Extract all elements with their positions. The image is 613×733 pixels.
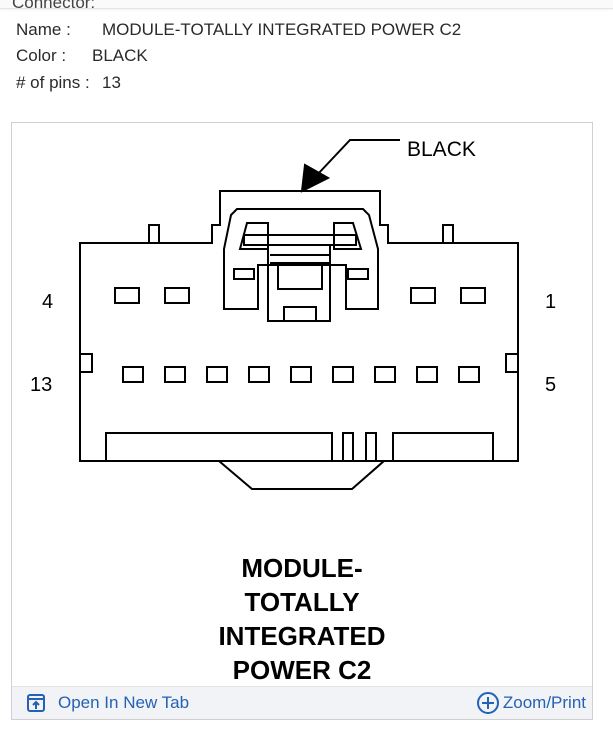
latch-inner-left: [238, 222, 269, 250]
callout-arrowhead: [300, 163, 331, 193]
bottom-key-2: [365, 432, 377, 462]
callout-label: BLACK: [407, 138, 476, 161]
pin-cavity: [122, 366, 144, 383]
top-bar: [0, 0, 613, 9]
side-notch-right: [505, 353, 519, 373]
connector-diagram: BLACK: [30, 138, 556, 490]
pin-cavity: [458, 366, 480, 383]
zoom-print-link[interactable]: Zoom/Print: [476, 691, 586, 715]
lower-skirt: [218, 460, 385, 490]
pin-label-top-left: 4: [42, 291, 53, 313]
latch-tab-right: [347, 268, 369, 280]
section-heading: Connector:: [12, 0, 96, 12]
latch-inner-right: [333, 222, 363, 250]
pin-cavity: [164, 287, 190, 304]
top-tab-left: [148, 224, 160, 244]
latch-tab-left: [233, 268, 255, 280]
bottom-key-1: [342, 432, 354, 462]
connector-body-outline: [79, 190, 519, 462]
pin-cavity: [248, 366, 270, 383]
pin-cavity: [290, 366, 312, 383]
open-new-tab-icon: [27, 694, 45, 712]
pin-cavity: [332, 366, 354, 383]
pin-cavity: [416, 366, 438, 383]
latch-bar-top: [243, 234, 357, 246]
bottom-bar-right: [392, 432, 494, 462]
panel-footer: Open In New Tab Zoom/Print: [12, 686, 592, 719]
name-value: MODULE-TOTALLY INTEGRATED POWER C2: [102, 20, 462, 39]
latch-bottom-notch: [283, 306, 317, 322]
pin-label-bottom-left: 13: [30, 374, 52, 396]
latch-center: [267, 244, 331, 322]
pin-cavity: [374, 366, 396, 383]
top-tab-right: [442, 224, 454, 244]
open-in-new-tab-label: Open In New Tab: [58, 693, 190, 712]
pins-label: # of pins :: [16, 73, 90, 92]
connector-name-row: Name : MODULE-TOTALLY INTEGRATED POWER C2: [16, 20, 461, 40]
pin-cavity: [410, 287, 436, 304]
side-notch-left: [79, 353, 93, 373]
zoom-print-label: Zoom/Print: [502, 693, 586, 712]
pin-label-top-right: 1: [545, 291, 556, 313]
pin-cavity: [164, 366, 186, 383]
pin-cavity: [460, 287, 486, 304]
pin-cavity: [114, 287, 140, 304]
connector-color-row: Color : BLACK: [16, 46, 148, 66]
callout-leader: [316, 139, 400, 176]
open-in-new-tab-link[interactable]: Open In New Tab: [26, 693, 189, 713]
pin-label-bottom-right: 5: [545, 374, 556, 396]
connector-pins-row: # of pins : 13: [16, 73, 121, 93]
pin-cavity: [206, 366, 228, 383]
caption-line-4: POWER C2: [232, 655, 372, 685]
caption-line-1: MODULE-: [241, 553, 363, 583]
color-value: BLACK: [92, 46, 148, 65]
bottom-bar-left: [105, 432, 333, 462]
name-label: Name :: [16, 20, 71, 39]
color-label: Color :: [16, 46, 67, 65]
pins-value: 13: [102, 73, 121, 92]
latch-outer: [223, 208, 379, 310]
caption-line-3: INTEGRATED: [218, 621, 386, 651]
zoom-plus-icon: [476, 692, 499, 714]
connector-diagram-panel: BLACK: [11, 122, 593, 720]
caption-line-2: TOTALLY: [244, 587, 360, 617]
diagram-caption: MODULE- TOTALLY INTEGRATED POWER C2: [12, 551, 592, 687]
latch-center-box: [277, 262, 323, 290]
